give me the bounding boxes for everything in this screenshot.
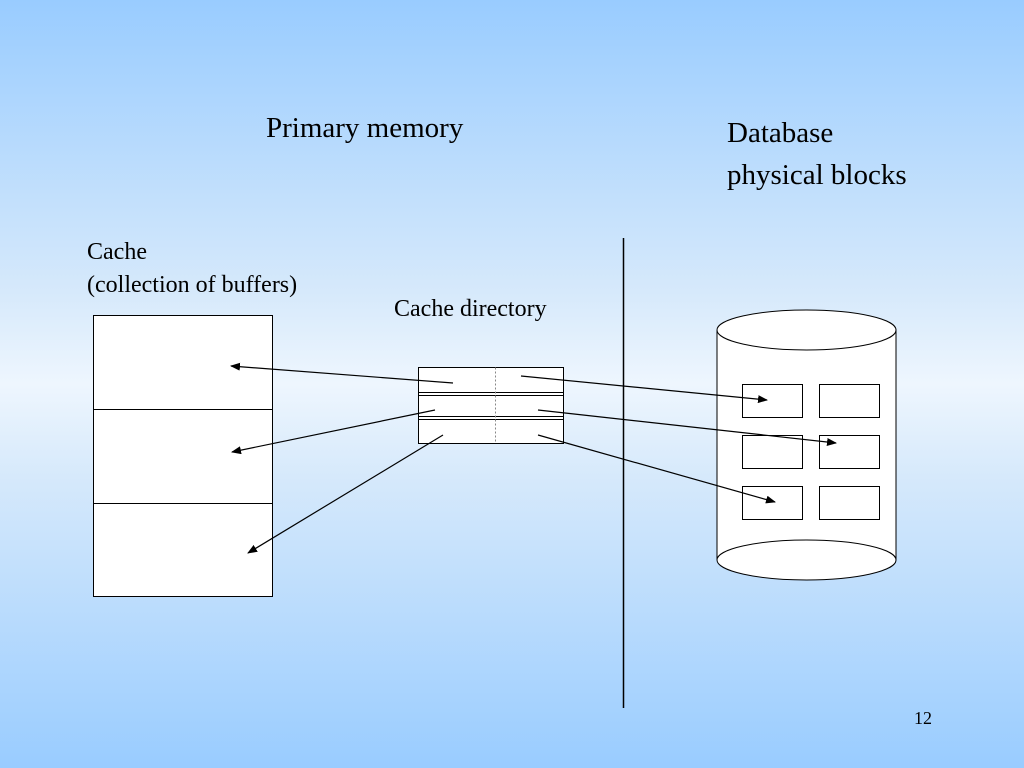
disk-block (819, 486, 880, 520)
cache-directory-table (418, 367, 564, 444)
disk-block (742, 384, 803, 418)
cache-label-line2: (collection of buffers) (87, 272, 298, 298)
pointer-arrow (231, 409, 436, 455)
database-heading: Database physical blocks (727, 112, 907, 196)
disk-block (742, 435, 803, 469)
pointer-arrow (520, 375, 768, 404)
disk-block (742, 486, 803, 520)
pointer-arrow (537, 409, 837, 446)
cache-buffers (93, 315, 273, 597)
buffer-pointers (230, 362, 454, 554)
cache-box (93, 315, 273, 597)
pointer-arrow (247, 434, 444, 554)
block-pointers (520, 375, 837, 504)
cache-label-line1: Cache (87, 239, 147, 265)
disk-block (819, 384, 880, 418)
cache-label: Cache (collection of buffers) (87, 236, 297, 302)
page-number: 12 (914, 708, 932, 728)
directory-box (418, 367, 564, 444)
cylinder-top (716, 309, 897, 351)
pointer-arrow (537, 434, 776, 504)
database-heading-line2: physical blocks (727, 159, 907, 191)
primary-memory-heading: Primary memory (266, 112, 464, 144)
database-heading-line1: Database (727, 117, 834, 149)
cache-directory-label: Cache directory (394, 296, 547, 322)
pointer-arrow (230, 362, 454, 384)
cylinder-bottom (716, 539, 897, 581)
disk-block (819, 435, 880, 469)
database-cylinder (716, 309, 897, 581)
